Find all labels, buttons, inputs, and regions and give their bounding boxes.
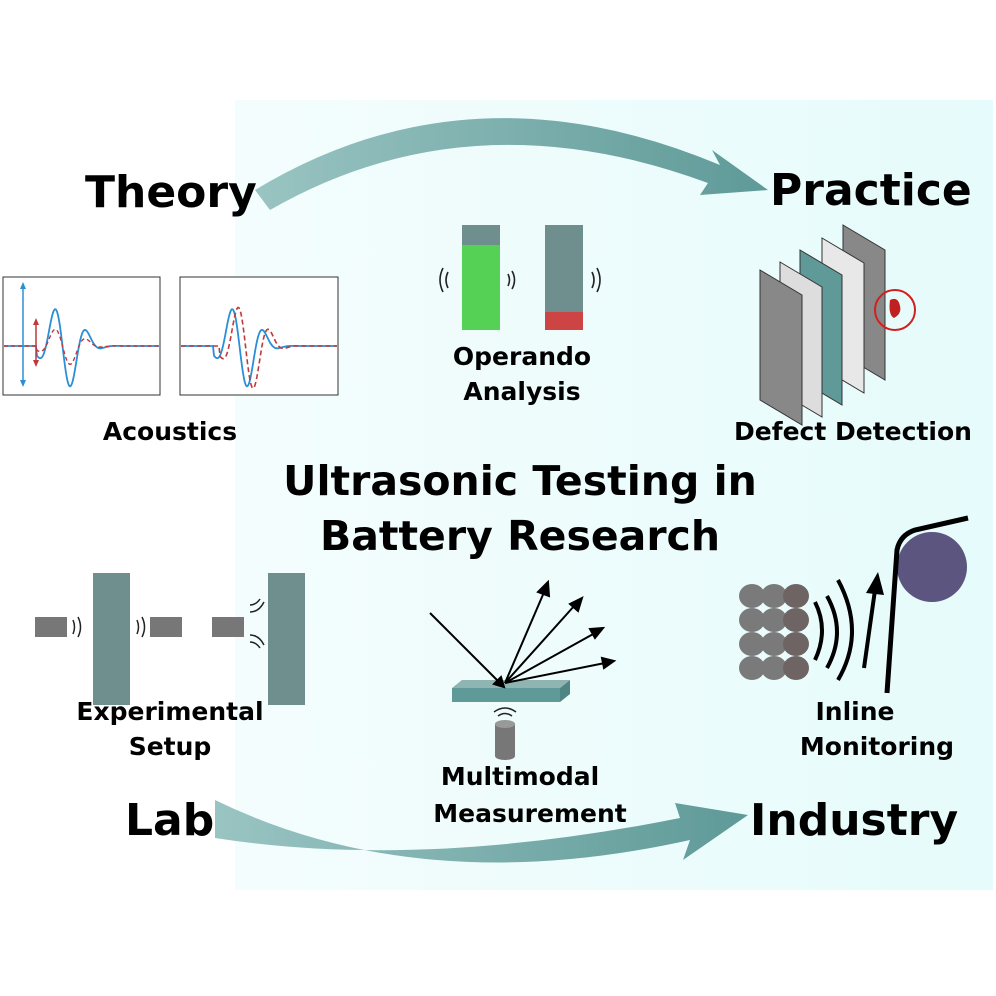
arrow-up-icon	[866, 572, 884, 595]
cell-stack	[739, 584, 809, 680]
label-lab: Lab	[125, 795, 214, 846]
background-panel	[235, 100, 993, 890]
operando-illustration	[439, 225, 601, 330]
battery-cell	[761, 632, 787, 656]
battery-cell	[783, 632, 809, 656]
acoustics-plot-shift	[179, 276, 339, 396]
transducer-icon	[495, 724, 515, 756]
roller-icon	[897, 532, 967, 602]
battery-cell	[761, 608, 787, 632]
battery-cell	[761, 584, 787, 608]
label-acoustics: Acoustics	[103, 417, 237, 446]
defect-icon	[889, 298, 901, 318]
wave-shifted	[181, 306, 337, 390]
defect-detection-illustration	[759, 224, 916, 426]
label-practice: Practice	[770, 165, 972, 216]
label-experimental-1: Experimental	[76, 697, 263, 726]
label-industry: Industry	[750, 795, 958, 846]
web-path	[884, 515, 969, 694]
acoustics-plot-amplitude	[2, 276, 161, 396]
multimodal-illustration	[429, 579, 617, 760]
inline-monitoring-illustration	[739, 515, 969, 694]
theory-to-practice-arrow	[255, 118, 768, 210]
battery-cell	[739, 584, 765, 608]
label-multimodal-1: Multimodal	[441, 762, 599, 791]
battery-cell	[783, 608, 809, 632]
battery-cell	[761, 656, 787, 680]
defect-marker	[874, 289, 916, 331]
label-inline-2: Monitoring	[800, 732, 954, 761]
label-multimodal-2: Measurement	[433, 799, 626, 828]
experimental-setup-illustration	[35, 573, 305, 705]
wave-attenuated	[4, 328, 159, 366]
main-title-line2: Battery Research	[320, 512, 720, 560]
lab-to-industry-arrow	[215, 800, 748, 863]
main-title-line1: Ultrasonic Testing in	[283, 457, 757, 505]
battery-cell	[739, 608, 765, 632]
label-operando-1: Operando	[453, 342, 591, 371]
sound-wave-icon	[439, 267, 601, 293]
battery-cell	[739, 632, 765, 656]
label-inline-1: Inline	[816, 697, 895, 726]
label-defect: Defect Detection	[734, 417, 972, 446]
wave-reference	[4, 308, 159, 388]
label-operando-2: Analysis	[463, 377, 580, 406]
battery-cell	[783, 656, 809, 680]
battery-cell	[783, 584, 809, 608]
label-experimental-2: Setup	[129, 732, 212, 761]
label-theory: Theory	[85, 167, 257, 218]
battery-cell	[739, 656, 765, 680]
